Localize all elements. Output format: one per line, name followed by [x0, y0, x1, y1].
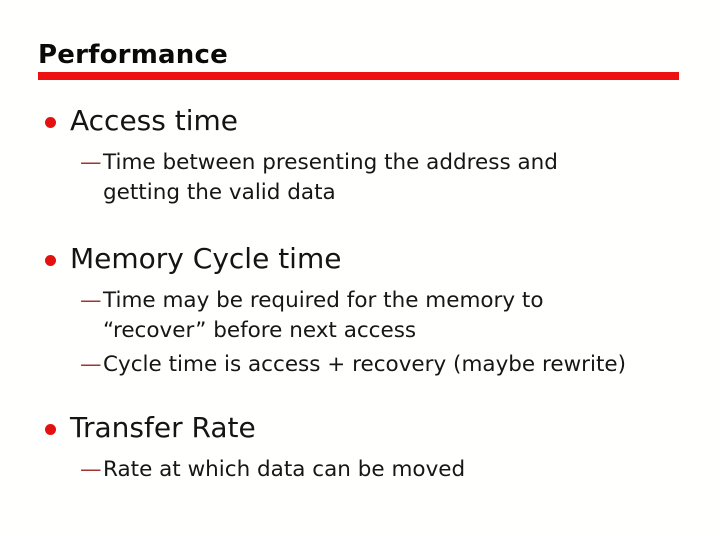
title-underline-bar [38, 72, 679, 80]
bullet-row: Transfer Rate [45, 411, 710, 445]
slide-title: Performance [38, 40, 228, 70]
sub-bullet-text: Time between presenting the address and … [103, 148, 558, 208]
bullet-label: Memory Cycle time [70, 242, 342, 275]
sub-bullet-line: Time may be required for the memory to [103, 288, 544, 313]
em-dash-icon: — [80, 150, 102, 175]
sub-bullet-line: Rate at which data can be moved [103, 457, 466, 482]
sub-bullet-line: “recover” before next access [103, 318, 417, 343]
em-dash-icon: — [80, 288, 102, 313]
bullet-dot-icon [45, 424, 56, 435]
em-dash-icon: — [80, 352, 102, 377]
bullet-dot-icon [45, 117, 56, 128]
bullet-label: Transfer Rate [70, 411, 256, 444]
bullet-group-access-time: Access time — Time between presenting th… [45, 104, 710, 208]
bullet-row: Access time [45, 104, 710, 138]
sub-bullet: — Rate at which data can be moved [80, 455, 710, 485]
sub-bullet: — Time between presenting the address an… [80, 148, 710, 208]
sub-bullet-text: Cycle time is access + recovery (maybe r… [103, 350, 626, 380]
bullet-group-memory-cycle-time: Memory Cycle time — Time may be required… [45, 242, 710, 380]
em-dash-icon: — [80, 457, 102, 482]
bullet-row: Memory Cycle time [45, 242, 710, 276]
sub-bullet: — Cycle time is access + recovery (maybe… [80, 350, 710, 380]
sub-bullet-line: Cycle time is access + recovery (maybe r… [103, 352, 627, 377]
sub-bullet: — Time may be required for the memory to… [80, 286, 710, 346]
sub-bullet-text: Time may be required for the memory to “… [103, 286, 544, 346]
bullet-group-transfer-rate: Transfer Rate — Rate at which data can b… [45, 411, 710, 485]
sub-bullet-text: Rate at which data can be moved [103, 455, 465, 485]
bullet-dot-icon [45, 255, 56, 266]
sub-bullet-line: getting the valid data [103, 180, 336, 205]
sub-bullet-line: Time between presenting the address and [103, 150, 558, 175]
bullet-label: Access time [70, 104, 239, 137]
